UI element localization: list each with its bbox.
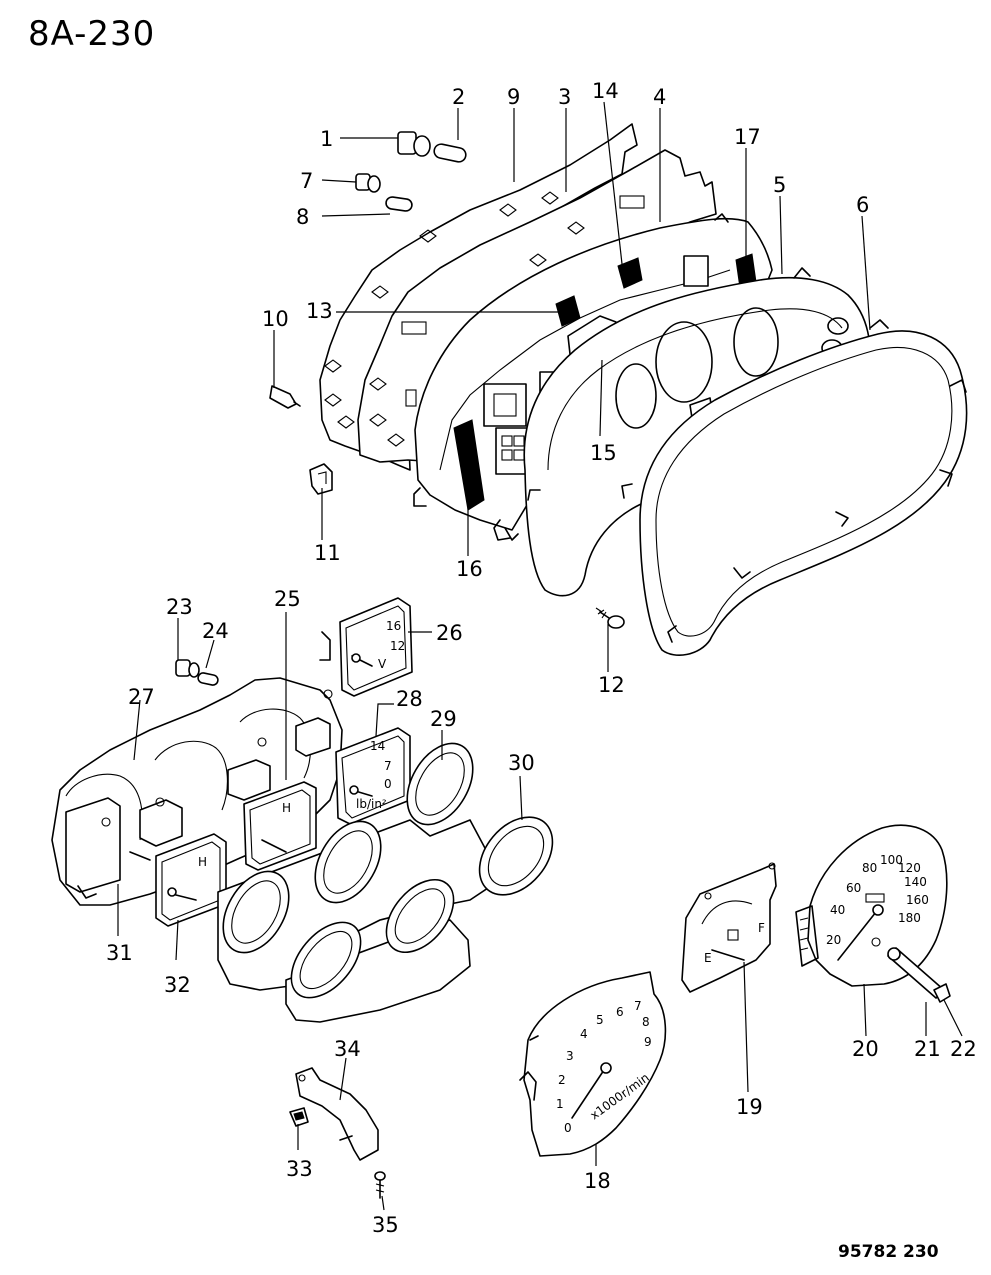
callout-19: 19	[736, 1095, 763, 1119]
callout-numbers: 1 2 3 4 5 6 7 8 9 10 11 12 13 14 15 16 1…	[106, 79, 977, 1237]
page-code: 8A-230	[28, 14, 156, 54]
callout-10: 10	[262, 307, 289, 331]
catalog-code: 95782 230	[838, 1242, 939, 1262]
callout-28: 28	[396, 687, 423, 711]
callout-8: 8	[296, 205, 309, 229]
tach-tick-3: 3	[566, 1049, 574, 1063]
callout-25: 25	[274, 587, 301, 611]
bulb-socket-7	[355, 173, 413, 212]
callout-35: 35	[372, 1213, 399, 1237]
clip-33	[289, 1107, 309, 1127]
callout-34: 34	[334, 1037, 361, 1061]
meter-lens	[621, 319, 968, 656]
tachometer-dial: 0 1 2 3 4 5 6 7 8 9 x1000r/min	[519, 971, 667, 1157]
callout-12: 12	[598, 673, 625, 697]
callout-2: 2	[452, 85, 465, 109]
callout-27: 27	[128, 685, 155, 709]
tach-tick-5: 5	[596, 1013, 604, 1027]
callout-7: 7	[300, 169, 313, 193]
callout-5: 5	[773, 173, 786, 197]
speed-tick-20: 20	[826, 933, 841, 947]
tach-tick-9: 9	[644, 1035, 652, 1049]
tach-tick-6: 6	[616, 1005, 624, 1019]
trip-reset-shaft	[887, 947, 951, 1003]
callout-11: 11	[314, 541, 341, 565]
callout-3: 3	[558, 85, 571, 109]
callout-9: 9	[507, 85, 520, 109]
callout-24: 24	[202, 619, 229, 643]
bulb-socket-1	[397, 131, 467, 163]
clip-11	[309, 463, 333, 495]
callout-30: 30	[508, 751, 535, 775]
callout-15: 15	[590, 441, 617, 465]
tach-tick-2: 2	[558, 1073, 566, 1087]
fuel-tick-e: E	[704, 951, 712, 965]
callout-17: 17	[734, 125, 761, 149]
bulb-socket-23	[175, 659, 219, 686]
oil-tick-0: 0	[384, 777, 392, 791]
connector-10	[269, 385, 301, 409]
oil-tick-14: 14	[370, 739, 385, 753]
speed-tick-60: 60	[846, 881, 861, 895]
bracket-34	[295, 1067, 379, 1161]
callout-18: 18	[584, 1169, 611, 1193]
gauge-housing-rear	[51, 677, 343, 906]
speed-tick-120: 120	[898, 861, 921, 875]
callout-29: 29	[430, 707, 457, 731]
callout-26: 26	[436, 621, 463, 645]
callout-22: 22	[950, 1037, 977, 1061]
speed-tick-160: 160	[906, 893, 929, 907]
screw-12	[595, 607, 625, 629]
speed-tick-180: 180	[898, 911, 921, 925]
oil-unit: lb/in²	[356, 797, 387, 811]
tach-tick-0: 0	[564, 1121, 572, 1135]
tach-tick-7: 7	[634, 999, 642, 1013]
voltmeter-tick-v: V	[378, 657, 387, 671]
callout-33: 33	[286, 1157, 313, 1181]
callout-32: 32	[164, 973, 191, 997]
callout-1: 1	[320, 127, 333, 151]
callout-4: 4	[653, 85, 666, 109]
speed-tick-100: 100	[880, 853, 903, 867]
callout-14: 14	[592, 79, 619, 103]
callout-13: 13	[306, 299, 333, 323]
callout-6: 6	[856, 193, 869, 217]
callout-16: 16	[456, 557, 483, 581]
screw-35	[374, 1171, 386, 1199]
fuel-gauge-dial: E F	[681, 862, 777, 993]
temp-tick-h: H	[282, 801, 291, 815]
leader-lines	[117, 101, 963, 1211]
callout-31: 31	[106, 941, 133, 965]
speed-tick-40: 40	[830, 903, 845, 917]
callout-23: 23	[166, 595, 193, 619]
speed-tick-140: 140	[904, 875, 927, 889]
fuel-tick-f: F	[758, 921, 765, 935]
voltmeter-tick-12: 12	[390, 639, 405, 653]
callout-21: 21	[914, 1037, 941, 1061]
tach-tick-4: 4	[580, 1027, 588, 1041]
temperature-gauge-32: H	[155, 833, 227, 927]
tach-tick-1: 1	[556, 1097, 564, 1111]
temp-lower-tick-h: H	[198, 855, 207, 869]
speed-tick-80: 80	[862, 861, 877, 875]
tach-tick-8: 8	[642, 1015, 650, 1029]
oil-tick-7: 7	[384, 759, 392, 773]
voltmeter-gauge: 16 12 V	[319, 597, 413, 697]
speedometer-dial: 20 40 60 80 100 120 140 160 180	[795, 824, 948, 987]
callout-20: 20	[852, 1037, 879, 1061]
voltmeter-tick-16: 16	[386, 619, 401, 633]
oil-pressure-gauge: 14 7 0 lb/in²	[335, 727, 411, 825]
temperature-gauge-25: H	[243, 781, 317, 871]
gauge-bezel-plate	[217, 742, 554, 1023]
